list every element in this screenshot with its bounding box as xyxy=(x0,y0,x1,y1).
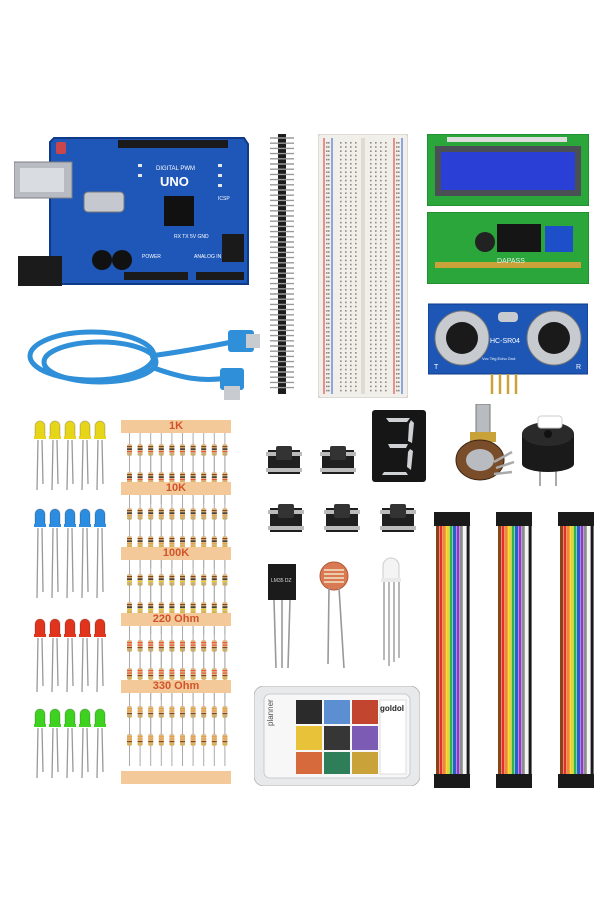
led xyxy=(94,708,106,779)
resistor xyxy=(211,714,217,766)
led xyxy=(94,420,106,491)
resistor-strip-end xyxy=(121,771,231,784)
lm35-marking: LM35 DZ xyxy=(271,578,292,584)
led xyxy=(49,708,61,779)
arduino-uno-board: DIGITAL PWM UNO ICSP RX TX 5V GND POWER … xyxy=(14,134,250,292)
resistor xyxy=(222,714,228,766)
led xyxy=(34,708,46,779)
board-power-label: POWER xyxy=(142,254,161,260)
push-button xyxy=(266,498,306,538)
ultrasonic-t-label: T xyxy=(434,364,439,371)
breadboard xyxy=(318,134,408,398)
resistor xyxy=(169,714,175,766)
resistor xyxy=(201,714,207,766)
led xyxy=(64,708,76,779)
buzzer xyxy=(518,412,578,488)
board-analog-label: ANALOG IN xyxy=(194,254,222,260)
board-io-label: RX TX 5V GND xyxy=(174,234,209,240)
backpack-brand-label: DAPASS xyxy=(497,258,525,265)
resistor xyxy=(148,714,154,766)
resistor-label-1k: 1K xyxy=(121,420,231,433)
led xyxy=(49,618,61,693)
resistor xyxy=(127,452,132,504)
photoresistor xyxy=(316,560,352,670)
potentiometer xyxy=(450,404,516,486)
lm35-sensor: LM35 DZ xyxy=(262,560,302,670)
resistor xyxy=(127,714,132,766)
resistor xyxy=(158,714,164,766)
ultrasonic-pins-label: Vcc Trig Echo Gnd xyxy=(482,356,516,361)
resistor-label-330: 330 Ohm xyxy=(121,680,231,693)
resistor xyxy=(127,648,132,700)
led xyxy=(64,618,76,693)
resistor xyxy=(190,582,196,634)
led xyxy=(79,618,91,693)
led-group-blue xyxy=(32,506,112,600)
led xyxy=(49,508,61,599)
resistor xyxy=(137,714,143,766)
led-group-red xyxy=(32,616,112,694)
resistor xyxy=(190,714,196,766)
pin-header xyxy=(268,134,296,394)
lcd-display xyxy=(427,134,589,206)
resistor-label-10k: 10K xyxy=(121,482,231,495)
led xyxy=(34,508,46,599)
resistor-label-220: 220 Ohm xyxy=(121,613,231,626)
led xyxy=(34,420,46,491)
jumper-wires xyxy=(494,512,534,788)
led-group-green xyxy=(32,706,112,780)
ultrasonic-r-label: R xyxy=(576,364,582,371)
rgb-led xyxy=(376,556,406,668)
organizer-box: goldol planner xyxy=(254,686,420,786)
usb-cable xyxy=(22,316,262,406)
board-silk-label: DIGITAL PWM xyxy=(156,166,195,172)
led xyxy=(94,508,106,599)
seven-segment-display xyxy=(372,410,426,482)
jumper-wires xyxy=(432,512,472,788)
i2c-backpack: DAPASS xyxy=(427,212,589,284)
resistor-panel xyxy=(121,420,231,784)
jumper-wires xyxy=(556,512,596,788)
push-button xyxy=(264,440,304,480)
resistor xyxy=(158,620,164,672)
organizer-brand: goldol xyxy=(380,704,404,713)
resistor xyxy=(148,452,154,504)
led xyxy=(64,508,76,599)
resistor-label-100k: 100K xyxy=(121,547,231,560)
push-button xyxy=(318,440,358,480)
board-model-label: UNO xyxy=(160,174,189,189)
resistor xyxy=(180,714,185,766)
ultrasonic-model-label: HC-SR04 xyxy=(490,338,520,345)
ultrasonic-sensor: HC-SR04 Vcc Trig Echo Gnd T R xyxy=(428,300,588,396)
resistor xyxy=(137,452,143,504)
push-button xyxy=(322,498,362,538)
led xyxy=(79,508,91,599)
led-group-yellow xyxy=(32,418,112,492)
led xyxy=(79,708,91,779)
organizer-side-text: planner xyxy=(266,699,275,726)
led xyxy=(94,618,106,693)
led xyxy=(79,420,91,491)
board-icsp-label: ICSP xyxy=(218,196,230,202)
push-button xyxy=(378,498,418,538)
resistor xyxy=(169,554,175,606)
led xyxy=(34,618,46,693)
led xyxy=(49,420,61,491)
led xyxy=(64,420,76,491)
